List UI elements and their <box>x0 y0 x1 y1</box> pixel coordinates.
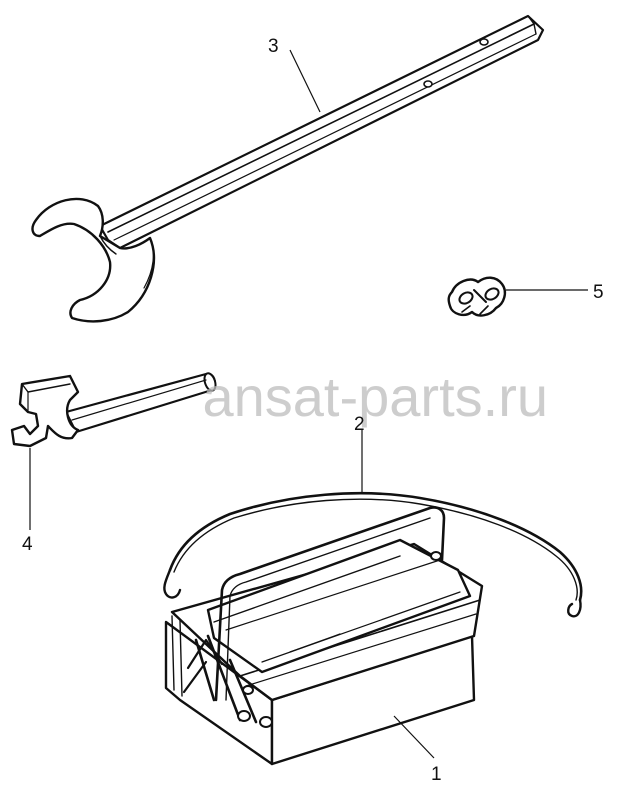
callout-2: 2 <box>354 414 365 435</box>
leader-1 <box>393 715 435 759</box>
callout-1: 1 <box>431 764 442 785</box>
leader-3 <box>289 49 321 113</box>
part-5-chain-link <box>447 276 507 317</box>
part-1-tool-box <box>164 506 484 766</box>
part-2-bungee-cord <box>163 492 583 618</box>
leader-lines <box>29 49 588 759</box>
callout-5: 5 <box>593 282 604 303</box>
callout-4: 4 <box>22 534 33 555</box>
part-4-hook-spanner <box>10 372 217 448</box>
part-3-large-wrench <box>31 14 545 323</box>
watermark-text: ansat-parts.ru <box>203 365 549 428</box>
callout-3: 3 <box>268 36 279 57</box>
